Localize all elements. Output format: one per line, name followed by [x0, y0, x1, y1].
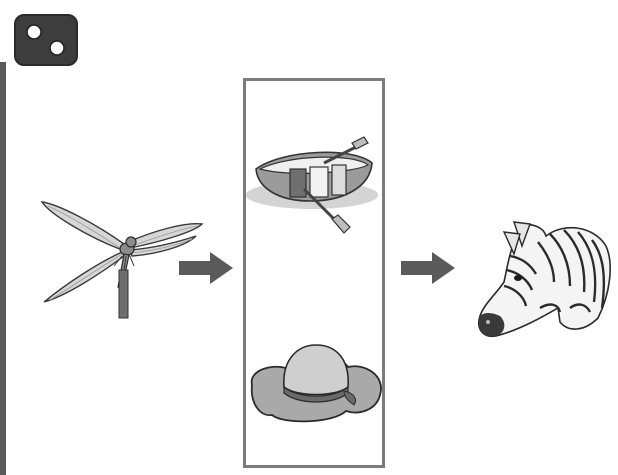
answer-choices-panel	[243, 78, 385, 468]
hat-icon	[246, 339, 386, 439]
right-arrow-icon	[400, 251, 456, 285]
choice-hat[interactable]	[246, 339, 382, 439]
zebra-icon	[474, 212, 614, 348]
dice-two-icon	[14, 14, 78, 66]
rowboat-icon	[244, 129, 384, 239]
right-arrow-icon	[178, 251, 234, 285]
choice-rowboat[interactable]	[246, 129, 382, 239]
left-edge-bar	[0, 62, 6, 475]
